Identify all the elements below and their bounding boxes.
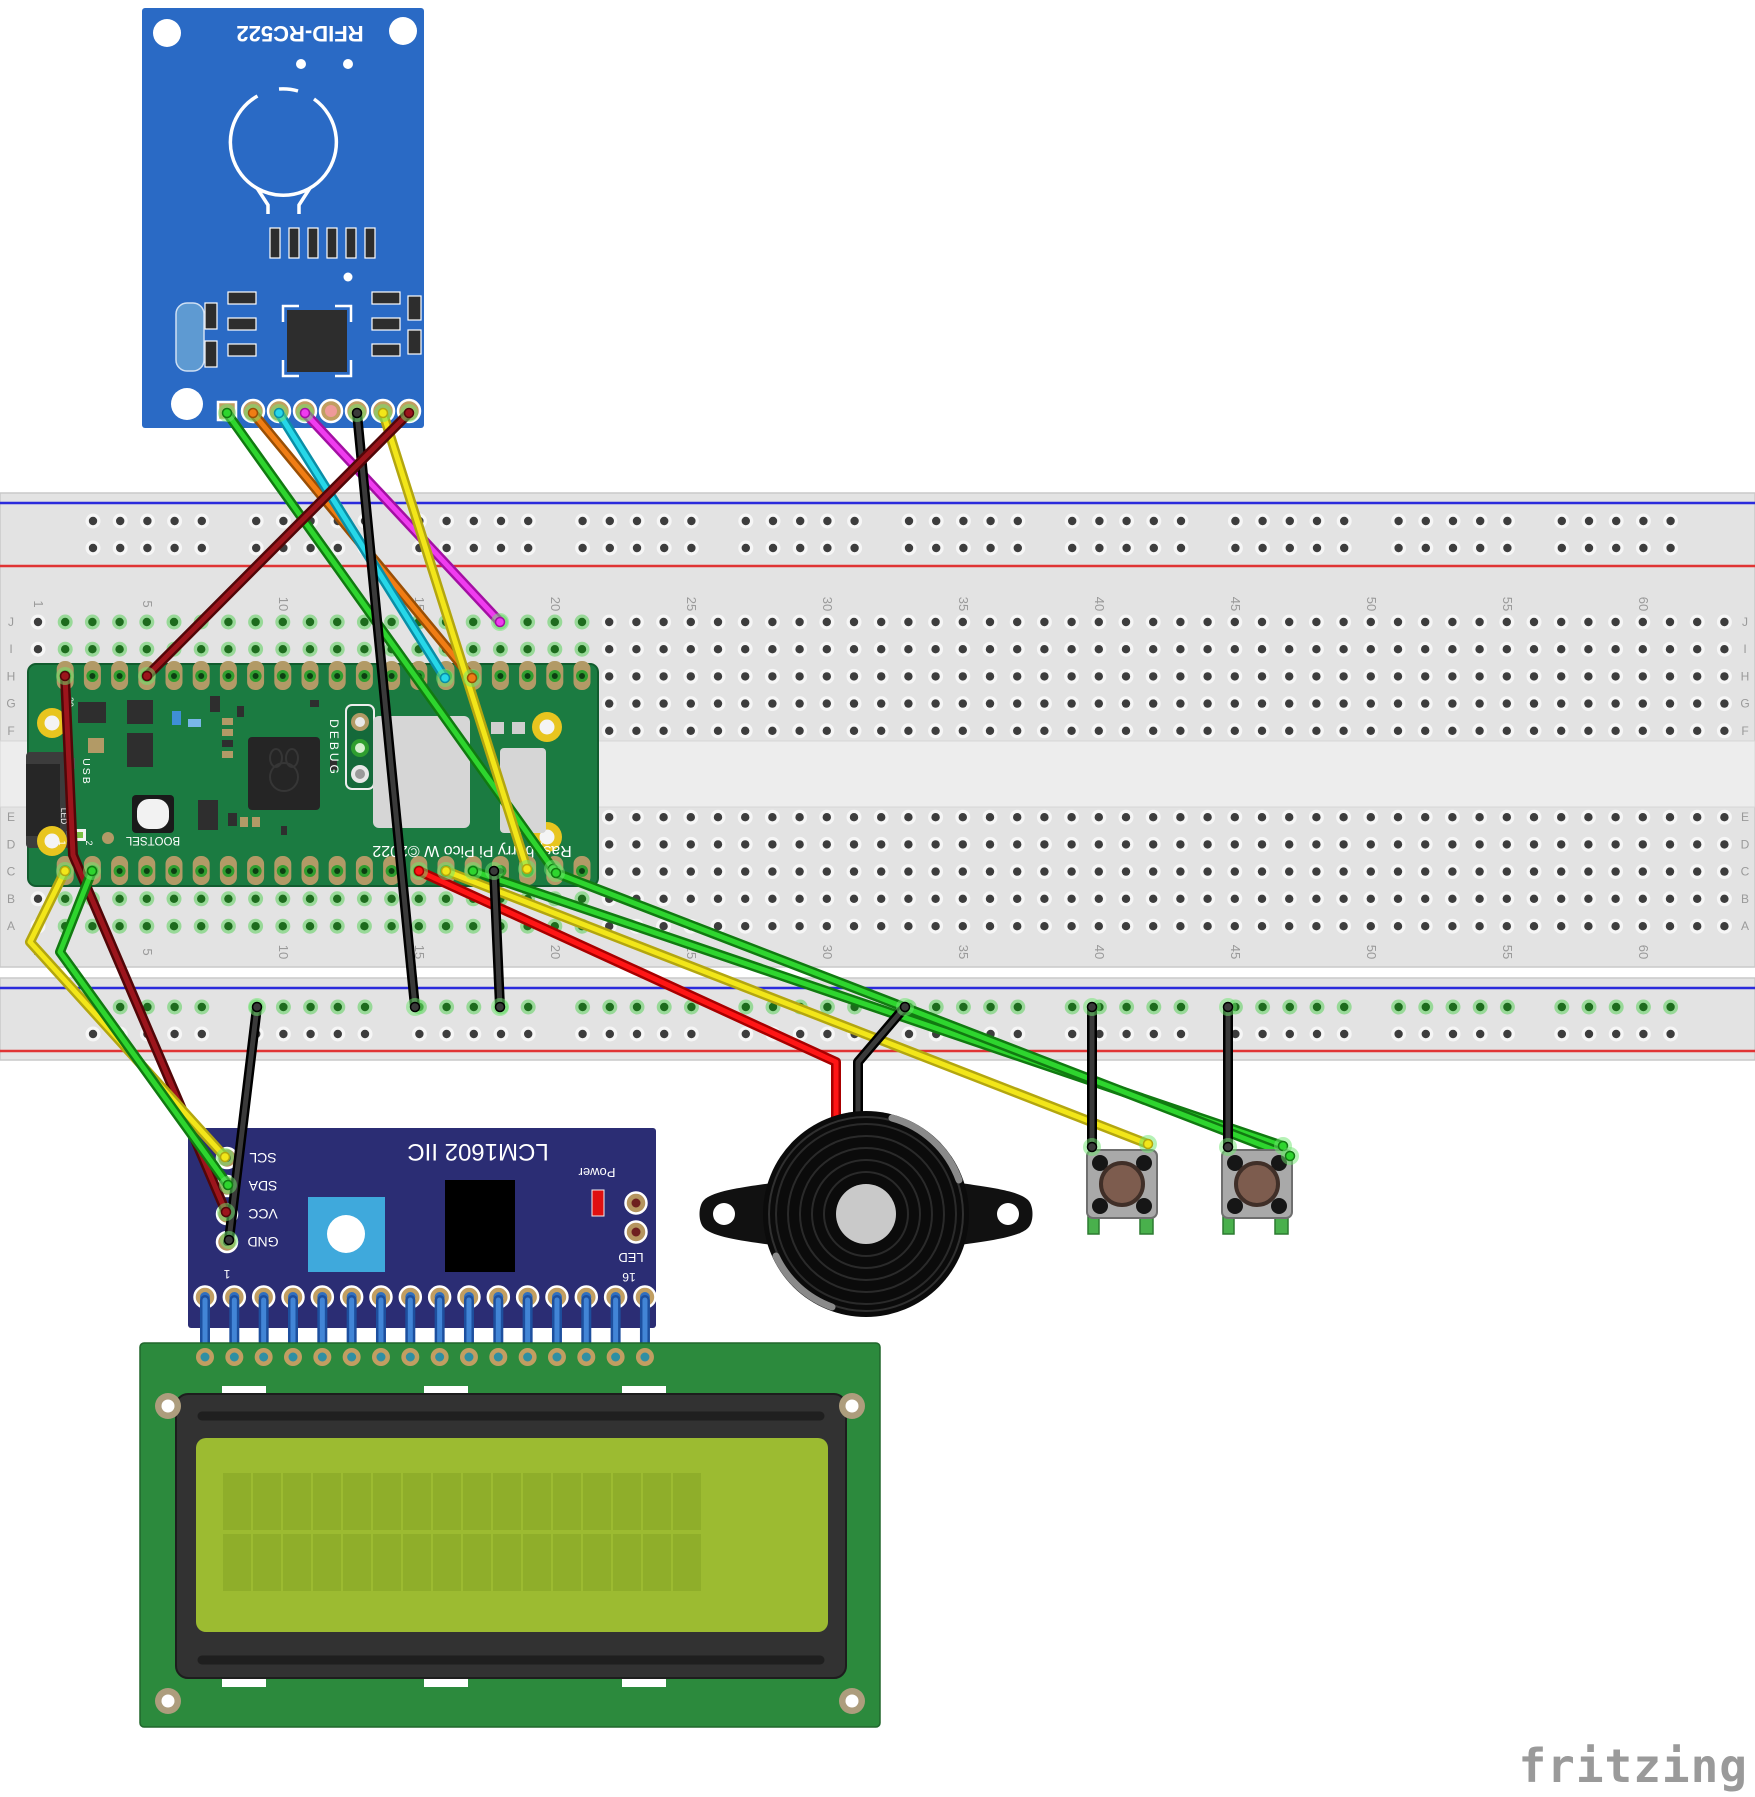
svg-text:50: 50 [1364,597,1379,611]
push-button-2[interactable] [1221,1149,1293,1235]
svg-text:D: D [7,837,16,851]
lcm-pin1-label: 1 [223,1267,230,1281]
svg-text:60: 60 [1636,945,1651,959]
wires[interactable] [25,408,1295,1245]
svg-text:D: D [1741,837,1750,851]
buzzer-ear-hole-right [997,1203,1019,1225]
lcm-chip [445,1180,515,1272]
bootsel-button[interactable] [132,795,174,833]
svg-text:60: 60 [1636,597,1651,611]
svg-text:B: B [7,892,15,906]
svg-text:H: H [7,669,16,683]
svg-text:G: G [1740,697,1749,711]
svg-text:35: 35 [956,597,971,611]
svg-text:30: 30 [820,945,835,959]
svg-text:40: 40 [1092,597,1107,611]
contrast-potentiometer[interactable] [308,1197,385,1272]
lcd-character-grid [223,1473,701,1591]
lcm-scl-label: SCL [249,1150,276,1166]
svg-text:15: 15 [412,945,427,959]
svg-text:H: H [1741,669,1750,683]
svg-text:5: 5 [140,600,155,607]
rfid-chip [281,304,353,378]
buzzer-highlight-bottom [772,1252,836,1311]
pico-board[interactable]: Raspberry Pi Pico W ©2022 BOOTSEL DEBUG … [26,661,599,887]
svg-text:25: 25 [684,597,699,611]
svg-text:C: C [1741,865,1750,879]
rfid-title: RFID-RC522 [236,21,363,46]
svg-text:F: F [7,724,14,738]
svg-text:40: 40 [1092,945,1107,959]
buzzer-rings [768,1116,964,1312]
antenna-dot-2 [343,59,353,69]
svg-text:55: 55 [1500,945,1515,959]
svg-text:20: 20 [548,945,563,959]
rfid-smd-parts [175,227,422,378]
lcd-pin-pads [196,1348,654,1366]
svg-text:5: 5 [140,948,155,955]
svg-text:50: 50 [1364,945,1379,959]
svg-text:30: 30 [820,597,835,611]
button-2-cap [1234,1161,1280,1207]
lcm-led-label: LED [618,1250,643,1265]
fritzing-logo: fritzing [1518,1739,1748,1793]
svg-text:35: 35 [956,945,971,959]
buzzer-highlight-top [888,1114,963,1184]
rfid-crystal [175,302,205,372]
svg-text:A: A [7,919,15,933]
breadboard[interactable]: 1155101015152020252530303535404045455050… [0,492,1755,1061]
pico-led-label: LED [59,808,69,825]
svg-text:G: G [6,697,15,711]
lcd1602-display[interactable] [139,1342,881,1728]
svg-text:B: B [1741,892,1749,906]
rp2040-chip [248,737,320,810]
rfid-mount-holes [153,17,417,420]
svg-text:1: 1 [31,600,46,607]
rfid-rc522-module[interactable]: RFID-RC522 [142,8,424,428]
debug-label: DEBUG [327,719,341,777]
svg-text:45: 45 [1228,597,1243,611]
svg-text:J: J [1742,615,1748,629]
button-1-cap [1099,1161,1145,1207]
antenna-dot-1 [296,59,306,69]
usb-label: USB [80,758,92,786]
lcm-pin16-label: 16 [622,1270,636,1284]
lcd-mount-holes [155,1393,865,1714]
lcd-edge-tabs [222,1386,666,1687]
svg-text:I: I [9,642,12,656]
svg-text:20: 20 [548,597,563,611]
svg-text:10: 10 [276,945,291,959]
buzzer-ear-left [699,1183,772,1245]
rfid-unused-pad-dot [325,405,337,417]
debug-header [345,704,375,790]
push-button-1[interactable] [1086,1149,1158,1235]
buzzer-ear-right [960,1183,1033,1245]
pico-pin2-label: 2 [84,840,94,845]
buzzer-center [836,1184,896,1244]
pico-pin1-label: 1 [57,840,67,845]
bootsel-label: BOOTSEL [125,834,180,846]
svg-text:10: 10 [276,597,291,611]
buzzer-ear-hole-left [713,1203,735,1225]
lcm-title: LCM1602 IIC [407,1138,548,1165]
lcm-gnd-label: GND [247,1234,278,1250]
rfid-antenna [228,87,339,214]
svg-text:55: 55 [1500,597,1515,611]
svg-text:E: E [7,810,15,824]
svg-text:J: J [8,615,14,629]
svg-text:I: I [1743,642,1746,656]
svg-text:45: 45 [1228,945,1243,959]
lcm-vcc-label: VCC [248,1206,278,1222]
power-led [591,1189,605,1217]
svg-text:F: F [1741,724,1748,738]
lcm-power-label: Power [578,1165,616,1180]
wire-connection-tips [56,404,1299,1249]
shield-pads [491,722,525,734]
svg-text:A: A [1741,919,1749,933]
piezo-buzzer[interactable] [699,1111,1033,1317]
lcm-sda-label: SDA [248,1178,277,1194]
svg-text:E: E [1741,810,1749,824]
svg-text:C: C [7,865,16,879]
pico-mount-holes [37,708,562,856]
